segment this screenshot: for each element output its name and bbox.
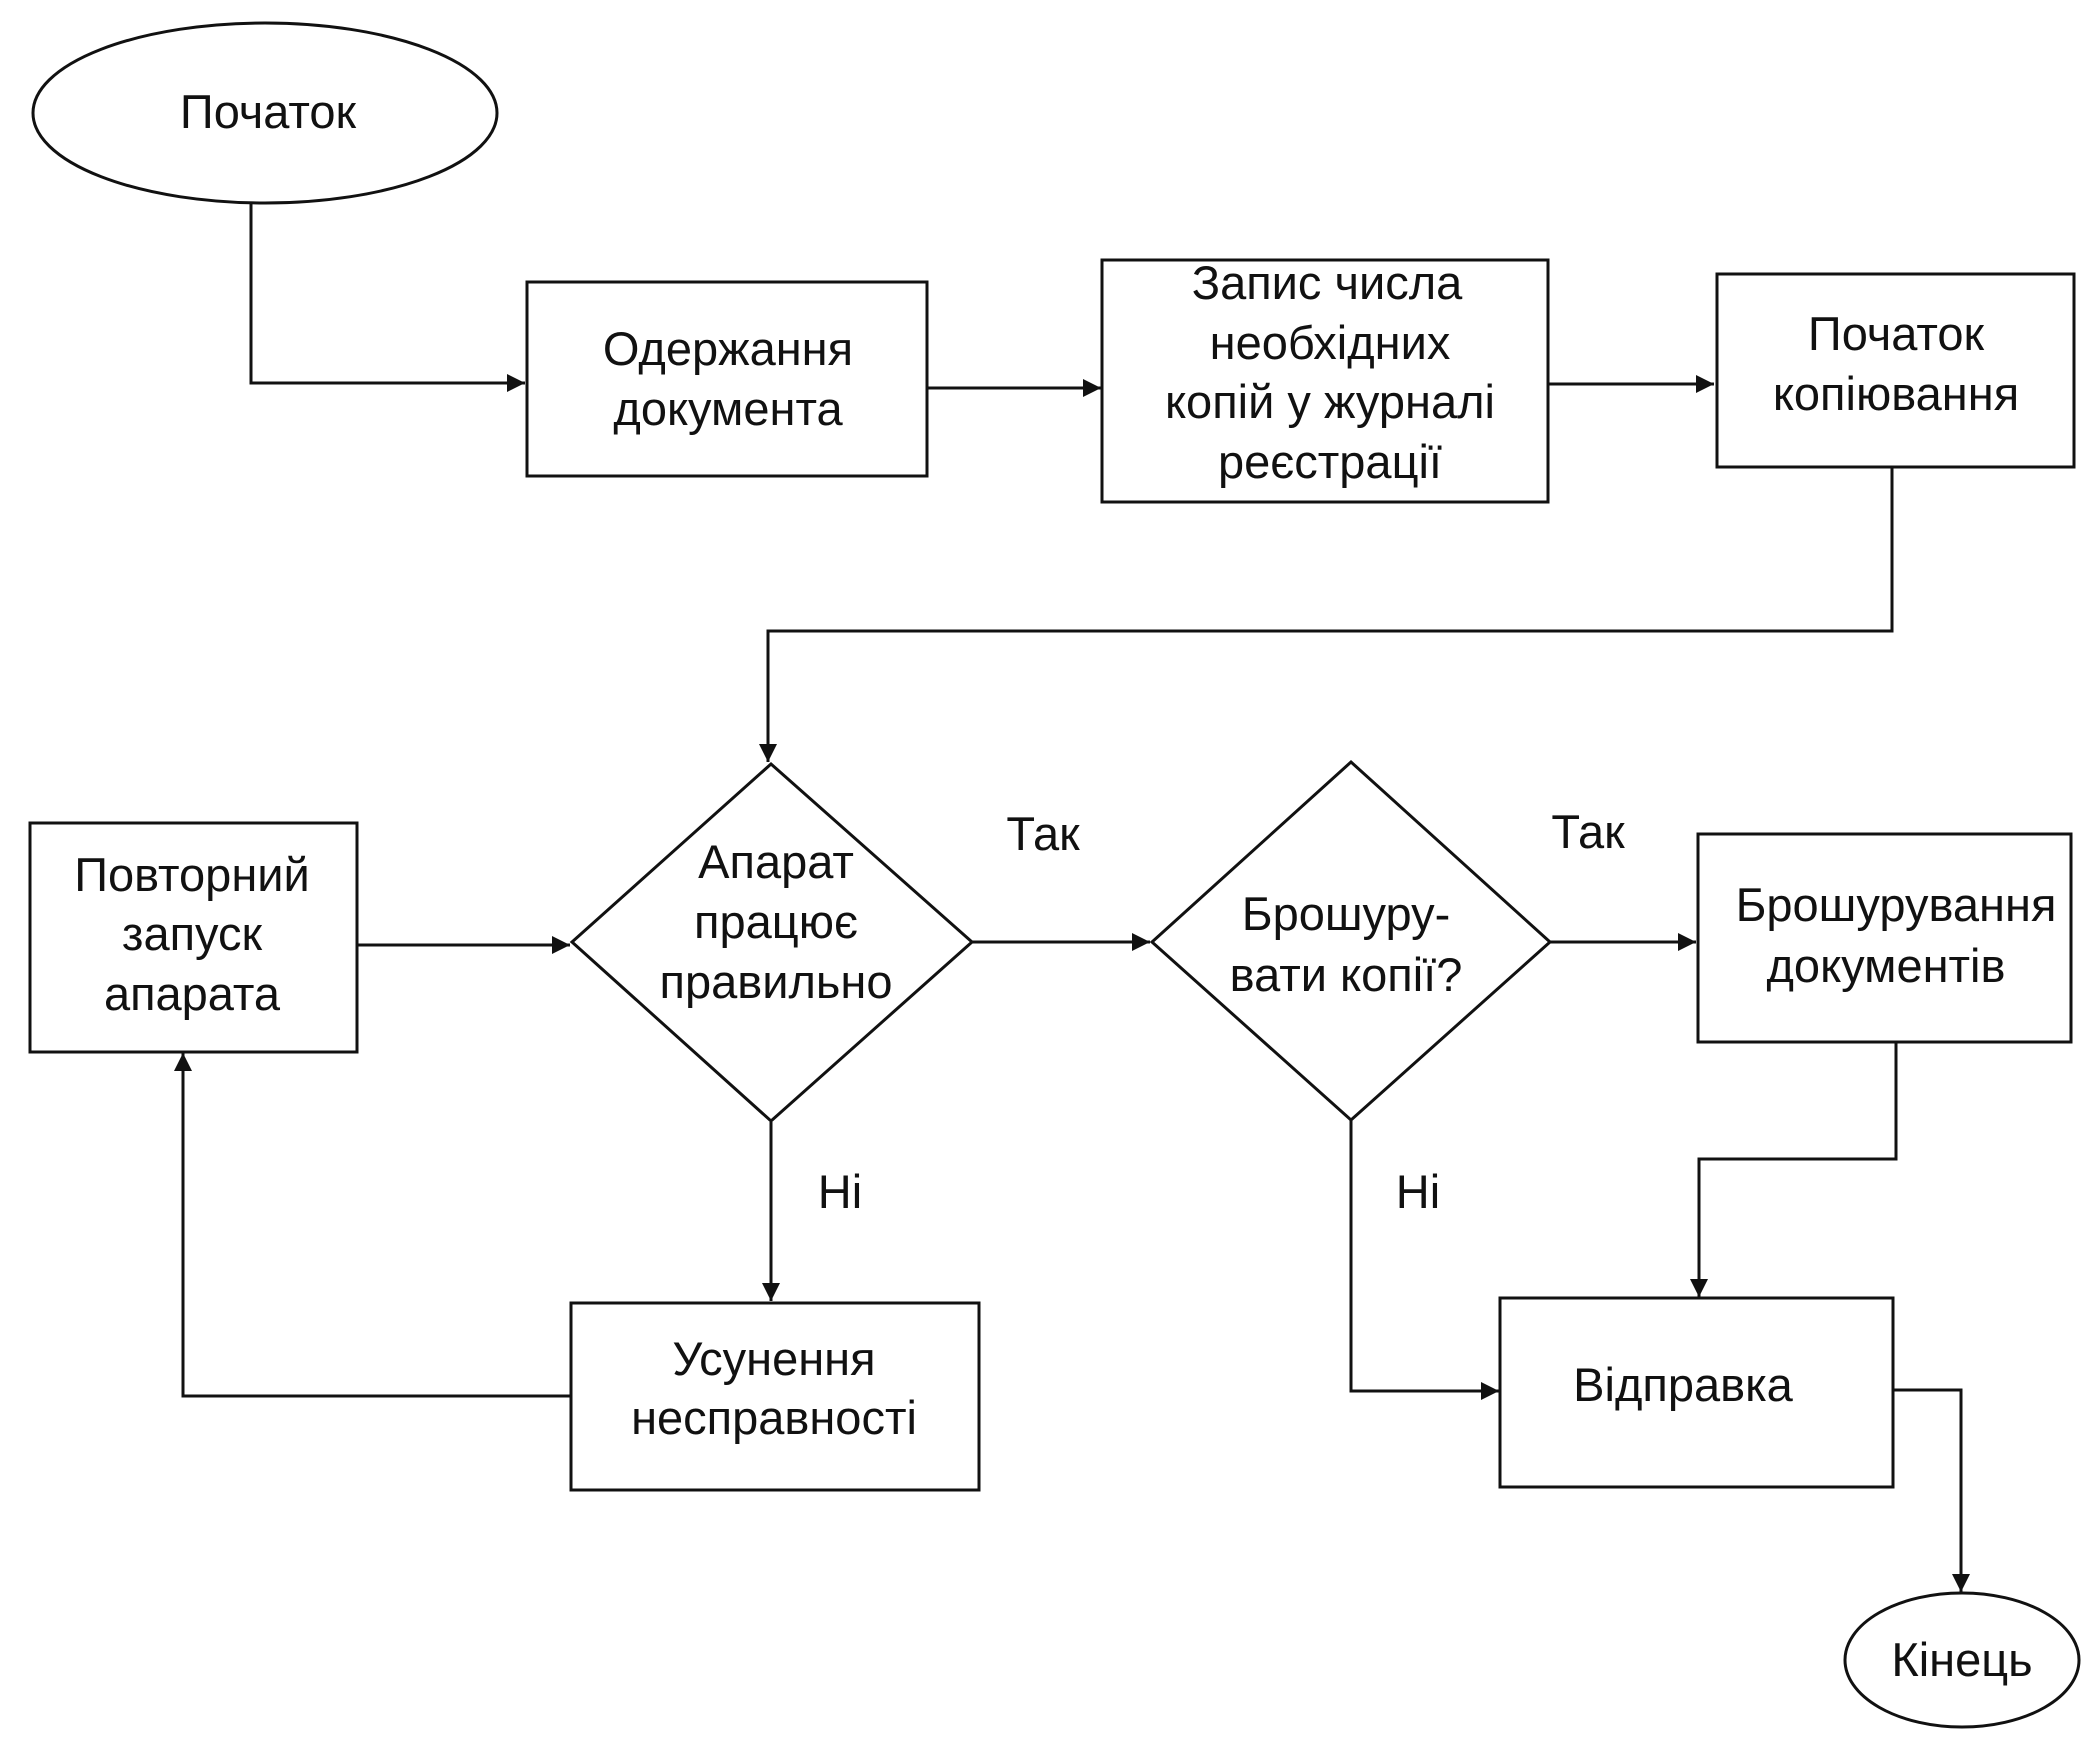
machine-check-decision bbox=[569, 761, 975, 1124]
restart-machine-line-2: запуск bbox=[122, 907, 263, 960]
start-label: Початок bbox=[180, 85, 357, 138]
machine-check-line-2: працює bbox=[694, 895, 858, 948]
fix-fault-line-2: несправності bbox=[631, 1391, 917, 1444]
restart-machine-line-1: Повторний bbox=[74, 848, 310, 901]
bind-copies-line-1: Брошуру- bbox=[1242, 887, 1451, 940]
record-copies-box bbox=[1100, 258, 1550, 504]
binding-line-1: Брошурування bbox=[1736, 878, 2057, 931]
receive-document-line-2: документа bbox=[613, 382, 843, 435]
receive-document-line-1: Одержання bbox=[603, 322, 853, 375]
dispatch-box bbox=[1498, 1296, 1895, 1489]
node-binding: Брошурування документів bbox=[1696, 832, 2073, 1044]
connectors bbox=[174, 203, 1970, 1592]
record-copies-line-1: Запис числа bbox=[1192, 256, 1463, 309]
bind-yes-label: Так bbox=[1551, 805, 1625, 858]
node-machine-check: Апарат працює правильно bbox=[569, 761, 975, 1124]
binding-box bbox=[1696, 832, 2073, 1044]
bind-copies-decision bbox=[1149, 759, 1553, 1123]
restart-machine-box bbox=[28, 821, 359, 1054]
node-start-copying: Початок копіювання bbox=[1715, 272, 2076, 469]
end-label: Кінець bbox=[1891, 1633, 2032, 1686]
machine-check-line-3: правильно bbox=[660, 955, 893, 1008]
node-receive-document: Одержання документа bbox=[525, 280, 929, 478]
record-copies-line-2: необхідних bbox=[1210, 316, 1451, 369]
edge-dispatch-to-end bbox=[1892, 1388, 1970, 1592]
node-start: Початок bbox=[31, 21, 499, 205]
edge-start-copying-to-machine-check bbox=[759, 467, 1894, 762]
machine-check-yes-label: Так bbox=[1006, 807, 1080, 860]
node-dispatch: Відправка bbox=[1498, 1296, 1895, 1489]
record-copies-line-4: реєстрації bbox=[1218, 435, 1442, 488]
fix-fault-line-1: Усунення bbox=[672, 1332, 875, 1385]
restart-machine-line-3: апарата bbox=[104, 967, 281, 1020]
start-terminator bbox=[31, 21, 499, 205]
edge-binding-to-dispatch bbox=[1690, 1042, 1898, 1297]
edge-labels: Так Ні Так Ні bbox=[818, 805, 1625, 1218]
machine-check-no-label: Ні bbox=[818, 1165, 862, 1218]
dispatch-label: Відправка bbox=[1573, 1358, 1794, 1411]
start-copying-box bbox=[1715, 272, 2076, 469]
start-copying-line-2: копіювання bbox=[1773, 367, 2019, 420]
bind-copies-line-2: вати копії? bbox=[1230, 948, 1463, 1001]
node-bind-copies: Брошуру- вати копії? bbox=[1149, 759, 1553, 1123]
end-terminator bbox=[1843, 1591, 2081, 1729]
node-end: Кінець bbox=[1843, 1591, 2081, 1729]
start-copying-line-1: Початок bbox=[1808, 307, 1985, 360]
machine-check-line-1: Апарат bbox=[698, 835, 854, 888]
fix-fault-box bbox=[569, 1301, 981, 1492]
bind-no-label: Ні bbox=[1396, 1165, 1440, 1218]
record-copies-line-3: копій у журналі bbox=[1165, 375, 1495, 428]
node-fix-fault: Усунення несправності bbox=[569, 1301, 981, 1492]
edge-bind-no bbox=[1349, 1119, 1499, 1400]
binding-line-2: документів bbox=[1767, 939, 2006, 992]
edge-start-to-receive bbox=[249, 203, 525, 392]
edge-fix-to-restart bbox=[174, 1053, 571, 1398]
node-record-copies: Запис числа необхідних копій у журналі р… bbox=[1100, 256, 1550, 504]
node-restart-machine: Повторний запуск апарата bbox=[28, 821, 359, 1054]
receive-document-box bbox=[525, 280, 929, 478]
